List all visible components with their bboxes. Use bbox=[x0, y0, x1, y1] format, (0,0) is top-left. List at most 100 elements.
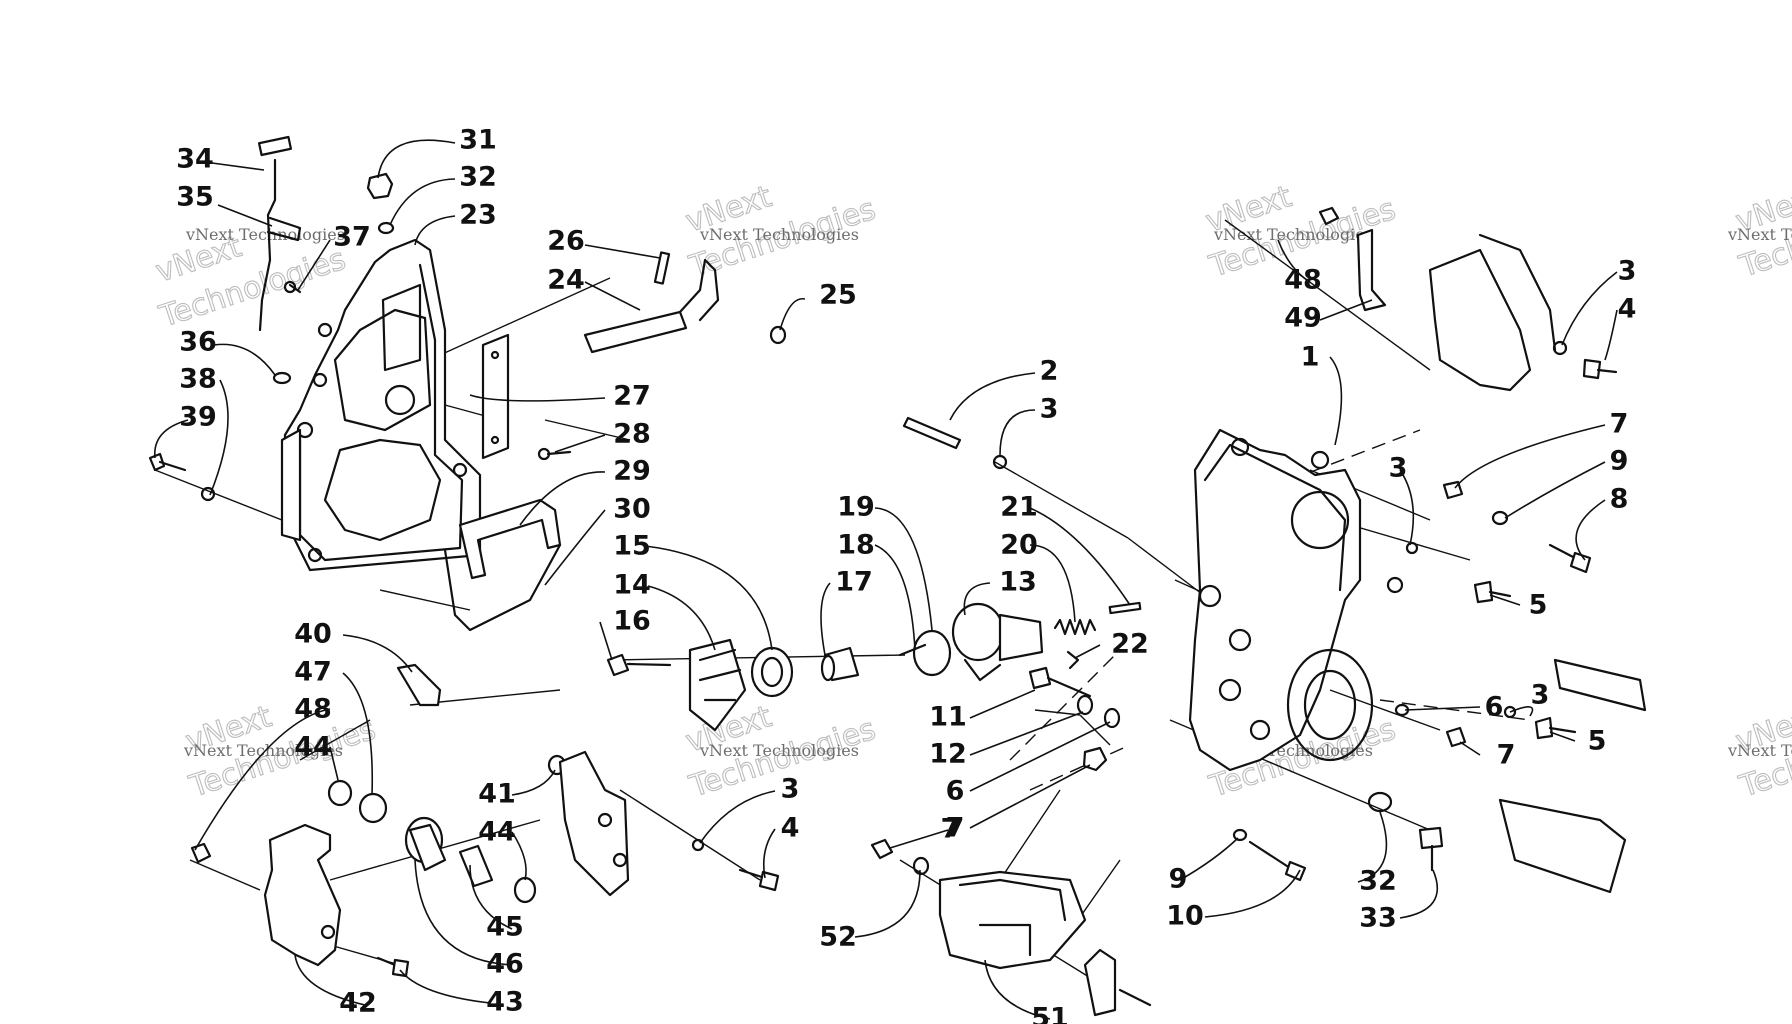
callout-51[interactable]: 51 bbox=[1031, 1003, 1069, 1024]
callout-15[interactable]: 15 bbox=[613, 531, 651, 562]
bolt-4a bbox=[1582, 358, 1618, 380]
callout-2[interactable]: 2 bbox=[1040, 356, 1059, 387]
watermark-line1: vNext Technologies bbox=[185, 225, 345, 244]
callout-40[interactable]: 40 bbox=[294, 619, 332, 650]
callout-18[interactable]: 18 bbox=[837, 530, 875, 561]
callout-3[interactable]: 3 bbox=[1040, 394, 1059, 425]
bolt-16 bbox=[606, 653, 672, 677]
callout-45[interactable]: 45 bbox=[486, 912, 524, 943]
roller-46 bbox=[404, 816, 447, 872]
callout-4[interactable]: 4 bbox=[1618, 294, 1637, 325]
callout-3[interactable]: 3 bbox=[1618, 256, 1637, 287]
bolt-39 bbox=[148, 452, 187, 472]
callout-4[interactable]: 4 bbox=[781, 813, 800, 844]
shift-shaft-24 bbox=[583, 258, 720, 354]
bushing-47 bbox=[358, 792, 388, 824]
callout-6[interactable]: 6 bbox=[946, 776, 965, 807]
screw-28 bbox=[537, 447, 572, 461]
shim-18 bbox=[898, 643, 927, 657]
callout-48[interactable]: 48 bbox=[294, 694, 332, 725]
bracket-51b bbox=[1083, 948, 1152, 1017]
fill-plug-31 bbox=[366, 172, 394, 200]
callout-25[interactable]: 25 bbox=[819, 280, 857, 311]
callout-41[interactable]: 41 bbox=[478, 779, 516, 810]
callout-8[interactable]: 8 bbox=[1610, 484, 1629, 515]
callout-46[interactable]: 46 bbox=[486, 949, 524, 980]
oring-19 bbox=[912, 629, 952, 677]
callout-43[interactable]: 43 bbox=[486, 987, 524, 1018]
callout-44[interactable]: 44 bbox=[478, 817, 516, 848]
stud-40 bbox=[396, 663, 442, 707]
callout-49[interactable]: 49 bbox=[1284, 303, 1322, 334]
callout-28[interactable]: 28 bbox=[613, 419, 651, 450]
callout-20[interactable]: 20 bbox=[1000, 530, 1038, 561]
washer-3d bbox=[1503, 705, 1517, 719]
callout-26[interactable]: 26 bbox=[547, 226, 585, 257]
callout-24[interactable]: 24 bbox=[547, 265, 585, 296]
callout-37[interactable]: 37 bbox=[333, 222, 371, 253]
callout-7[interactable]: 7 bbox=[1610, 409, 1629, 440]
leader-lines bbox=[154, 139, 1618, 1020]
callout-5[interactable]: 5 bbox=[1529, 590, 1548, 621]
watermark-line1: vNext Technologies bbox=[699, 741, 859, 760]
callout-33[interactable]: 33 bbox=[1359, 903, 1397, 934]
oring-25 bbox=[769, 325, 787, 345]
bolt-11 bbox=[1028, 666, 1092, 698]
callout-23[interactable]: 23 bbox=[459, 200, 497, 231]
callout-11[interactable]: 11 bbox=[929, 702, 967, 733]
callout-31[interactable]: 31 bbox=[459, 125, 497, 156]
callout-1[interactable]: 1 bbox=[1301, 342, 1320, 373]
callout-12[interactable]: 12 bbox=[929, 739, 967, 770]
callout-47[interactable]: 47 bbox=[294, 657, 332, 688]
callout-3[interactable]: 3 bbox=[1531, 680, 1550, 711]
callout-34[interactable]: 34 bbox=[176, 144, 214, 175]
callout-9[interactable]: 9 bbox=[1610, 446, 1629, 477]
callout-22[interactable]: 22 bbox=[1111, 629, 1149, 660]
callout-16[interactable]: 16 bbox=[613, 606, 651, 637]
callout-27[interactable]: 27 bbox=[613, 381, 651, 412]
callout-3[interactable]: 3 bbox=[781, 774, 800, 805]
callout-39[interactable]: 39 bbox=[179, 402, 217, 433]
callout-52[interactable]: 52 bbox=[819, 922, 857, 953]
callout-10[interactable]: 10 bbox=[1166, 901, 1204, 932]
callout-5[interactable]: 5 bbox=[1588, 726, 1607, 757]
callout-6[interactable]: 6 bbox=[1485, 692, 1504, 723]
callout-21[interactable]: 21 bbox=[1000, 492, 1038, 523]
bolt-5b bbox=[1534, 716, 1577, 740]
sprocket-14 bbox=[688, 638, 747, 732]
callout-7[interactable]: 7 bbox=[1497, 740, 1516, 771]
cover-plate-upper bbox=[1428, 233, 1557, 392]
washer-9a bbox=[1491, 510, 1509, 526]
callout-30[interactable]: 30 bbox=[613, 494, 651, 525]
callout-7[interactable]: 7 bbox=[946, 813, 965, 844]
clip-29 bbox=[458, 498, 562, 580]
callout-48[interactable]: 48 bbox=[1284, 265, 1322, 296]
tensioner-arm-42 bbox=[263, 823, 342, 967]
callout-36[interactable]: 36 bbox=[179, 327, 217, 358]
oring-36 bbox=[272, 371, 292, 385]
callout-13[interactable]: 13 bbox=[999, 567, 1037, 598]
callout-42[interactable]: 42 bbox=[339, 988, 377, 1019]
callout-17[interactable]: 17 bbox=[835, 567, 873, 598]
washer-3a bbox=[1552, 340, 1568, 356]
washer-12 bbox=[1076, 694, 1094, 716]
washer-32b bbox=[1367, 791, 1393, 813]
lockwasher-38 bbox=[200, 486, 216, 502]
callout-44[interactable]: 44 bbox=[294, 732, 332, 763]
callout-3[interactable]: 3 bbox=[1389, 453, 1408, 484]
washer-9b bbox=[1232, 828, 1248, 842]
callout-29[interactable]: 29 bbox=[613, 456, 651, 487]
callout-7[interactable]: 7 bbox=[941, 814, 960, 845]
callout-38[interactable]: 38 bbox=[179, 364, 217, 395]
callout-32[interactable]: 32 bbox=[459, 162, 497, 193]
callout-9[interactable]: 9 bbox=[1169, 864, 1188, 895]
watermark-line1: vNext Technologies bbox=[1727, 225, 1792, 244]
callout-32[interactable]: 32 bbox=[1359, 866, 1397, 897]
bolt-10 bbox=[1248, 840, 1307, 882]
callout-14[interactable]: 14 bbox=[613, 570, 651, 601]
callout-19[interactable]: 19 bbox=[837, 492, 875, 523]
bolt-8 bbox=[1548, 543, 1592, 574]
washer-3b bbox=[992, 454, 1008, 470]
callout-35[interactable]: 35 bbox=[176, 182, 214, 213]
bearing-13 bbox=[951, 602, 1044, 682]
